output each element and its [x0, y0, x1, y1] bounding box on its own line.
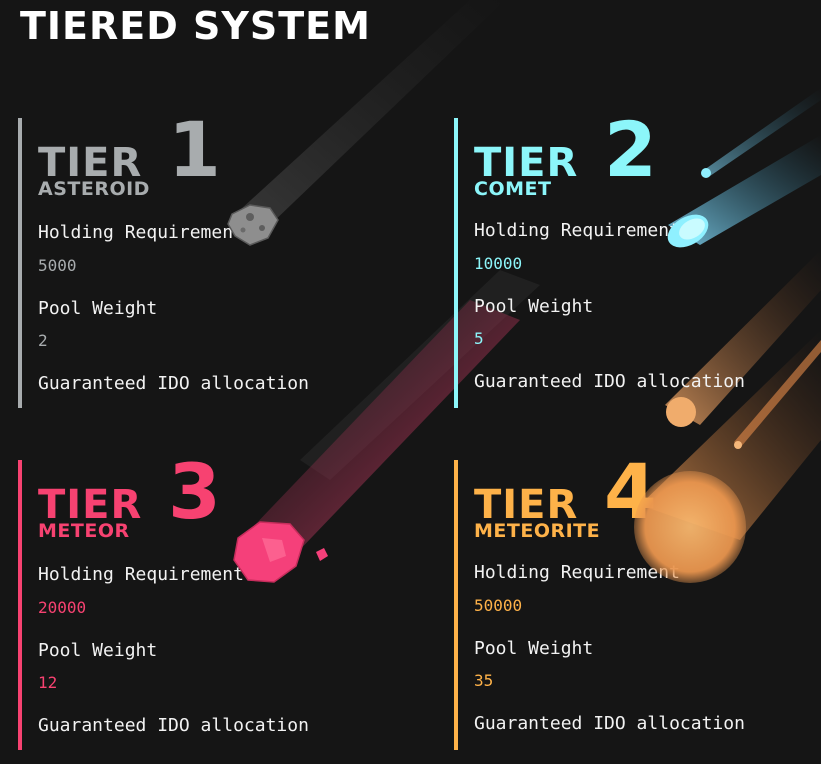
- holding-requirement-label: Holding Requirement: [474, 220, 680, 241]
- tier-word: TIER: [474, 140, 579, 186]
- tier-card-2: TIER 2 COMET Holding Requirement 10000 P…: [454, 112, 798, 408]
- tier-word: TIER: [474, 482, 579, 528]
- pool-weight-value: 2: [38, 331, 48, 350]
- tier-word: TIER: [38, 482, 143, 528]
- tier-word: TIER: [38, 140, 143, 186]
- pool-weight-label: Pool Weight: [38, 640, 158, 661]
- pool-weight-value: 35: [474, 671, 494, 690]
- guaranteed-allocation-label: Guaranteed IDO allocation: [474, 713, 745, 734]
- tier-number: 2: [604, 105, 657, 194]
- tier-number: 1: [168, 105, 221, 194]
- tier-card-1: TIER 1 ASTEROID Holding Requirement 5000…: [18, 112, 362, 408]
- guaranteed-allocation-label: Guaranteed IDO allocation: [474, 371, 745, 392]
- pool-weight-value: 12: [38, 673, 58, 692]
- tier-name: ASTEROID: [38, 178, 150, 200]
- pool-weight-label: Pool Weight: [38, 298, 158, 319]
- tier-name: COMET: [474, 178, 552, 200]
- tier-card-4: TIER 4 METEORITE Holding Requirement 500…: [454, 454, 798, 750]
- holding-requirement-label: Holding Requirement: [474, 562, 680, 583]
- holding-requirement-value: 20000: [38, 598, 87, 617]
- holding-requirement-label: Holding Requirement: [38, 222, 244, 243]
- tier-card-3: TIER 3 METEOR Holding Requirement 20000 …: [18, 454, 362, 750]
- pool-weight-label: Pool Weight: [474, 638, 594, 659]
- tier-number: 3: [168, 447, 221, 536]
- pool-weight-label: Pool Weight: [474, 296, 594, 317]
- holding-requirement-label: Holding Requirement: [38, 564, 244, 585]
- tier-number: 4: [604, 447, 657, 536]
- guaranteed-allocation-label: Guaranteed IDO allocation: [38, 373, 309, 394]
- tier-name: METEORITE: [474, 520, 601, 542]
- page-title: TIERED SYSTEM: [20, 4, 371, 48]
- tier-name: METEOR: [38, 520, 130, 542]
- holding-requirement-value: 5000: [38, 256, 77, 275]
- holding-requirement-value: 10000: [474, 254, 523, 273]
- guaranteed-allocation-label: Guaranteed IDO allocation: [38, 715, 309, 736]
- pool-weight-value: 5: [474, 329, 484, 348]
- holding-requirement-value: 50000: [474, 596, 523, 615]
